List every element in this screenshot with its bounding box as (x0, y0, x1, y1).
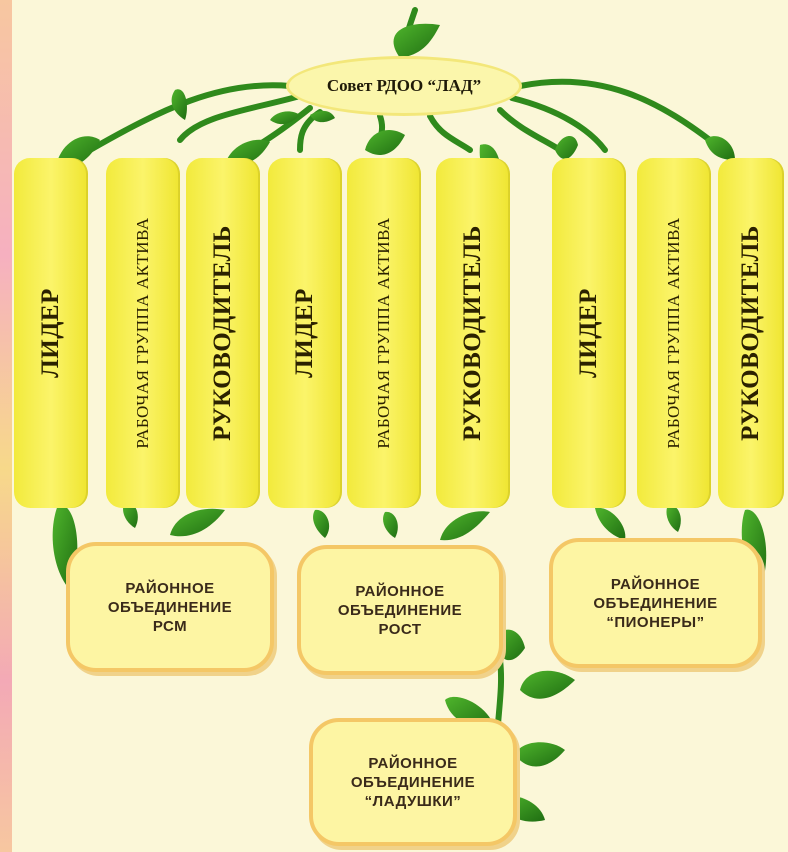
union-box-pionery: РАЙОННОЕ ОБЪЕДИНЕНИЕ “ПИОНЕРЫ” (549, 538, 762, 668)
pill-team-2: РАБОЧАЯ ГРУППА АКТИВА (347, 158, 421, 508)
union-rost-line3: РОСТ (378, 620, 422, 638)
union-box-rost: РАЙОННОЕ ОБЪЕДИНЕНИЕ РОСТ (297, 545, 503, 675)
union-box-ladushki: РАЙОННОЕ ОБЪЕДИНЕНИЕ “ЛАДУШКИ” (309, 718, 517, 846)
pill-leader-3-label: ЛИДЕР (575, 288, 602, 378)
pill-head-1-label: РУКОВОДИТЕЛЬ (209, 225, 236, 441)
page-edge-decoration (0, 0, 12, 852)
pill-head-3-label: РУКОВОДИТЕЛЬ (737, 225, 764, 441)
union-pionery-line1: РАЙОННОЕ (610, 575, 701, 593)
pill-team-3: РАБОЧАЯ ГРУППА АКТИВА (637, 158, 711, 508)
council-oval: Совет РДОО “ЛАД” (286, 56, 522, 116)
pill-head-3: РУКОВОДИТЕЛЬ (718, 158, 784, 508)
pill-leader-3: ЛИДЕР (552, 158, 626, 508)
union-rsm-line2: ОБЪЕДИНЕНИЕ (107, 598, 233, 616)
pill-head-2-label: РУКОВОДИТЕЛЬ (459, 225, 486, 441)
pill-team-3-label: РАБОЧАЯ ГРУППА АКТИВА (664, 217, 683, 449)
union-rsm-line1: РАЙОННОЕ (125, 579, 215, 597)
pill-team-2-label: РАБОЧАЯ ГРУППА АКТИВА (374, 217, 393, 449)
council-label: Совет РДОО “ЛАД” (326, 76, 482, 95)
pill-leader-1-label: ЛИДЕР (37, 288, 64, 378)
union-ladushki-line3: “ЛАДУШКИ” (364, 792, 462, 810)
union-box-rsm: РАЙОННОЕ ОБЪЕДИНЕНИЕ РСМ (66, 542, 274, 672)
pill-leader-2-label: ЛИДЕР (291, 288, 318, 378)
pill-team-1: РАБОЧАЯ ГРУППА АКТИВА (106, 158, 180, 508)
union-ladushki-line2: ОБЪЕДИНЕНИЕ (350, 773, 476, 791)
union-rost-line2: ОБЪЕДИНЕНИЕ (337, 601, 463, 619)
pill-leader-1: ЛИДЕР (14, 158, 88, 508)
pill-team-1-label: РАБОЧАЯ ГРУППА АКТИВА (133, 217, 152, 449)
pill-head-1: РУКОВОДИТЕЛЬ (186, 158, 260, 508)
union-rsm-line3: РСМ (152, 617, 188, 635)
pill-head-2: РУКОВОДИТЕЛЬ (436, 158, 510, 508)
union-rost-line1: РАЙОННОЕ (355, 582, 445, 600)
union-ladushki-line1: РАЙОННОЕ (368, 754, 458, 772)
union-pionery-line3: “ПИОНЕРЫ” (606, 613, 705, 631)
pill-leader-2: ЛИДЕР (268, 158, 342, 508)
union-pionery-line2: ОБЪЕДИНЕНИЕ (593, 594, 718, 612)
